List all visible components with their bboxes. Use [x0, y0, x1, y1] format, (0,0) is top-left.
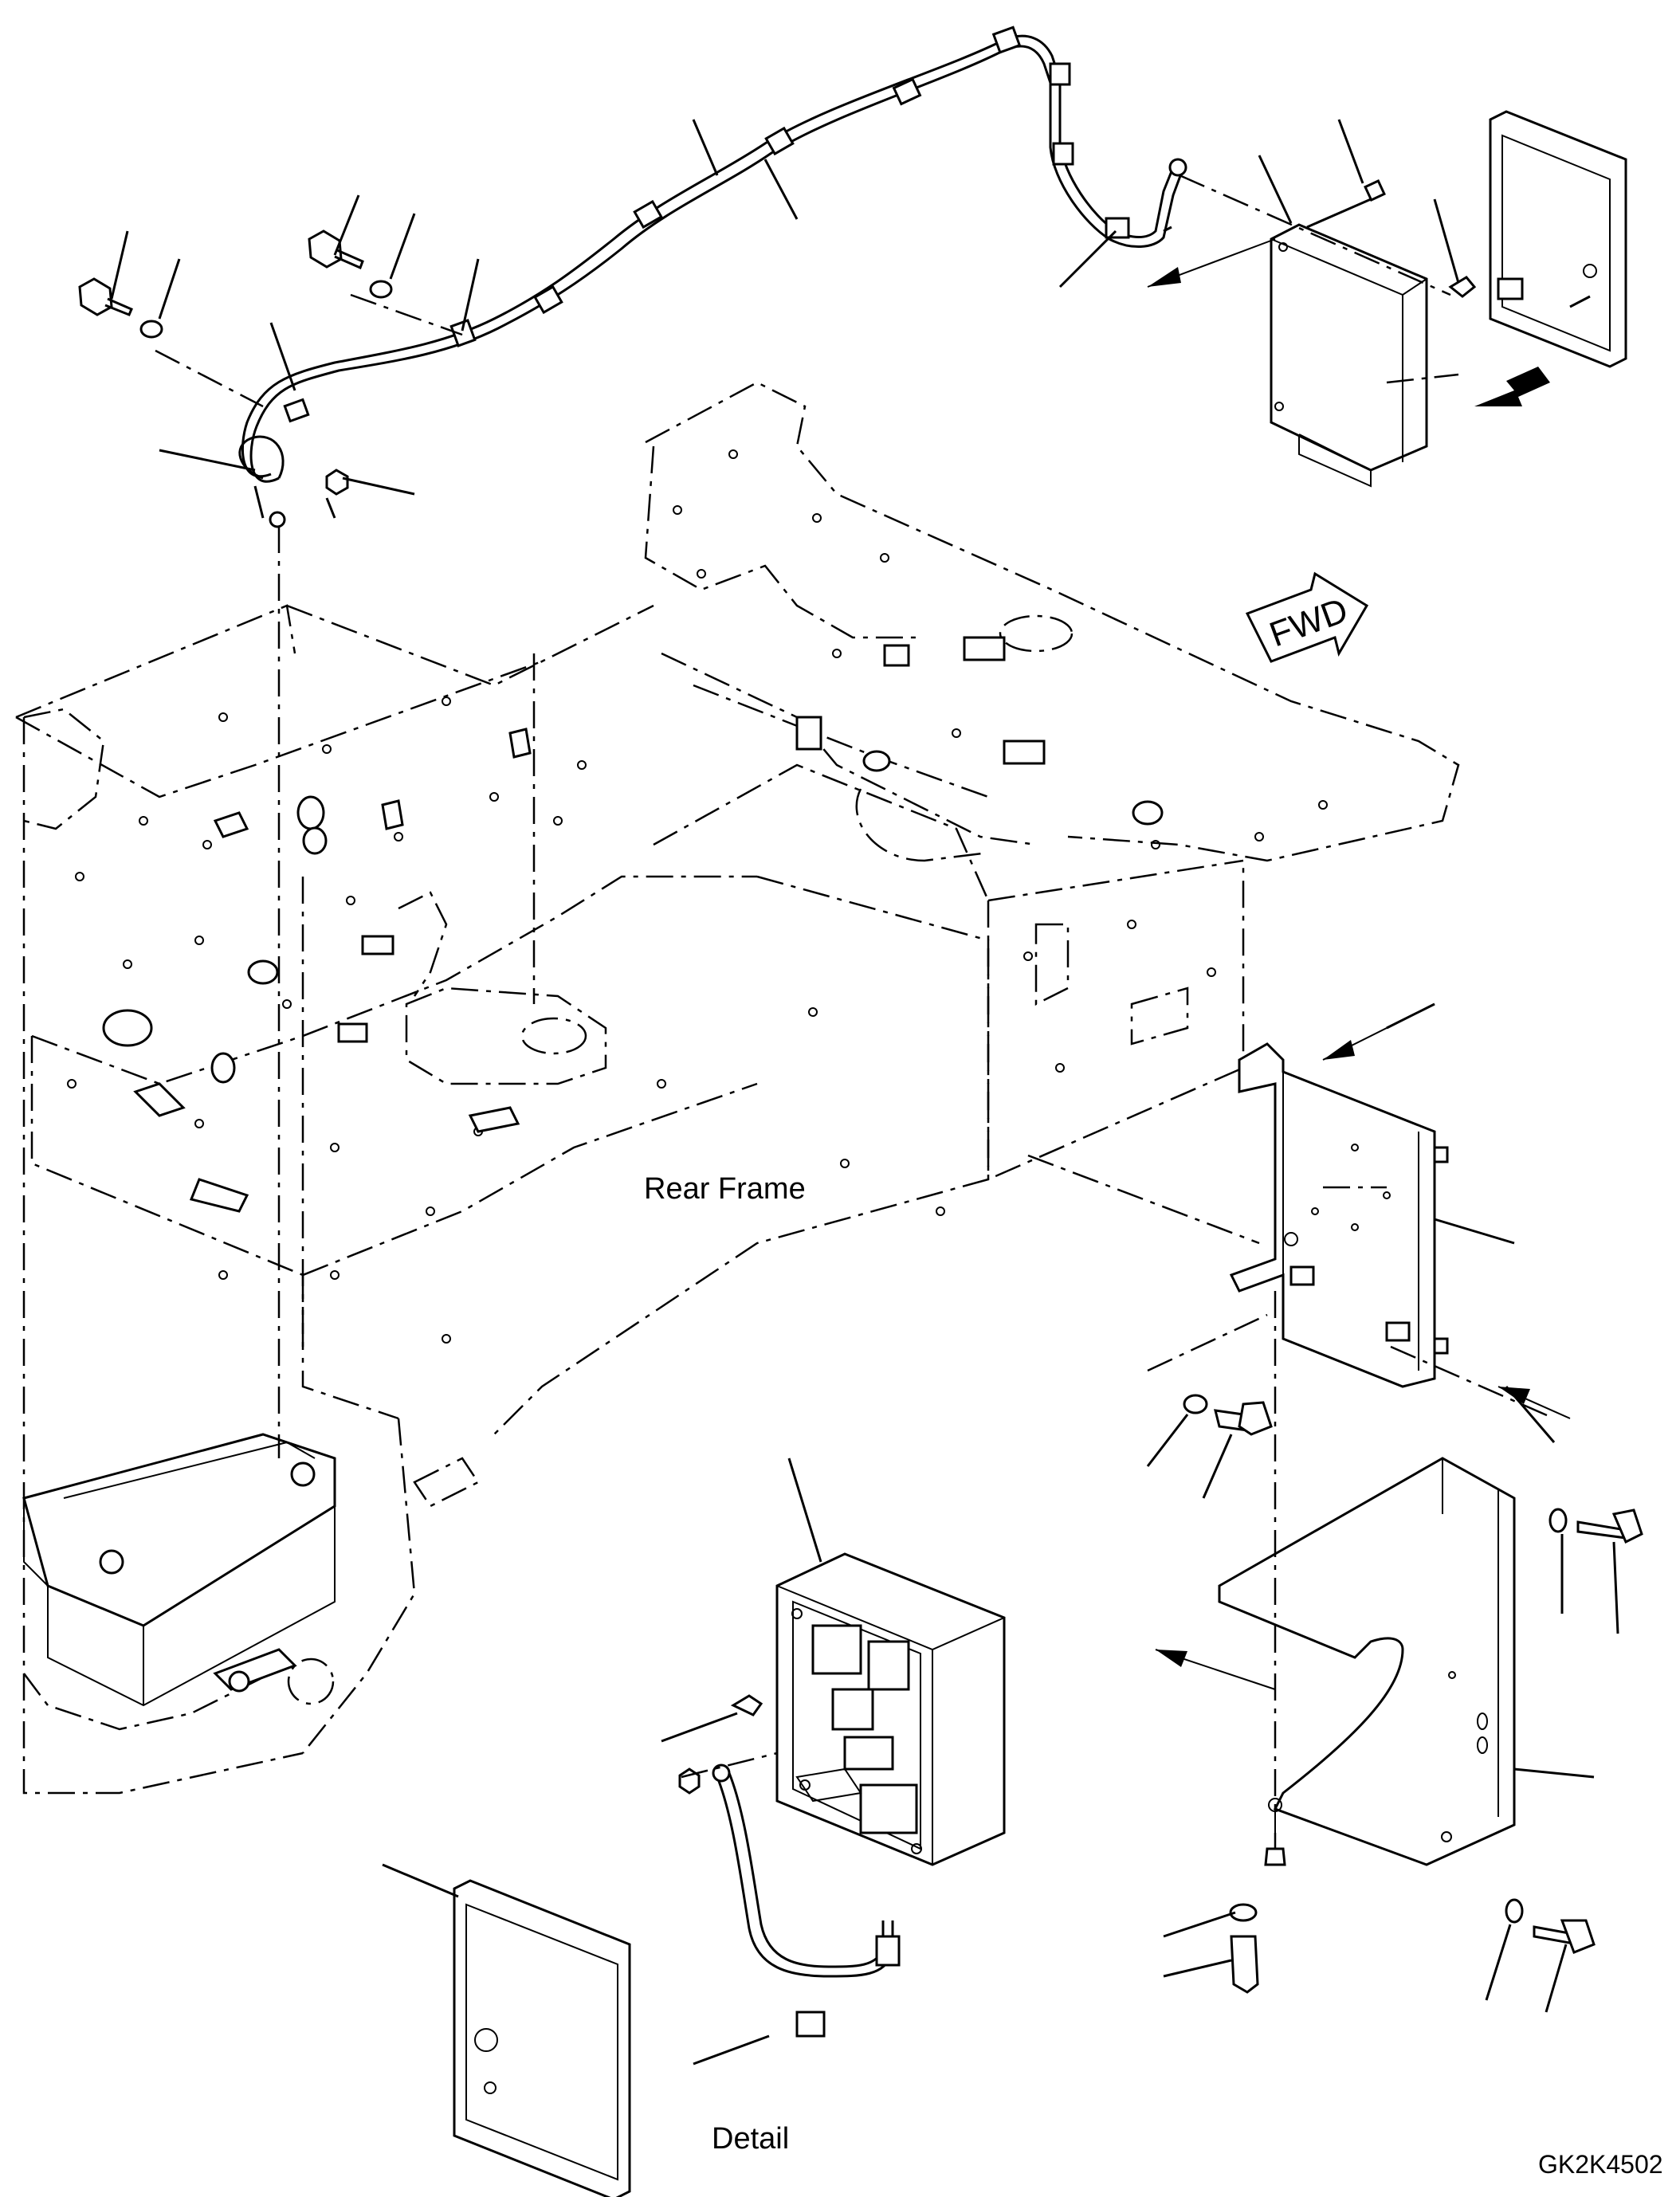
top-left-fasteners: [78, 230, 393, 496]
rear-frame-label: Rear Frame: [644, 1172, 806, 1206]
fwd-indicator: FWD: [1245, 571, 1369, 663]
frame-pads: [102, 636, 1164, 1213]
control-box-top: [1270, 110, 1627, 488]
ground-cable: [678, 1763, 901, 2038]
bracket-fasteners: [1183, 1394, 1273, 1436]
leader-lines: [110, 119, 1619, 2066]
detail-cover-plate: [453, 1879, 631, 2197]
drawing-code: GK2K4502: [1538, 2150, 1663, 2179]
frame-bolt-holes: [67, 449, 1328, 1344]
cover-fasteners: [1229, 1508, 1643, 1994]
mounting-bracket: [1229, 1042, 1449, 1388]
direction-arrow-filled: [1474, 367, 1550, 406]
detail-label: Detail: [712, 2122, 789, 2156]
assembly-lines: [155, 174, 1555, 1849]
detail-box: [730, 1552, 1006, 1866]
battery-cover: [1218, 1457, 1516, 1866]
battery: [22, 1433, 336, 1707]
arrow-lines: [1147, 226, 1571, 1690]
wire-harness-top: [238, 26, 1187, 528]
